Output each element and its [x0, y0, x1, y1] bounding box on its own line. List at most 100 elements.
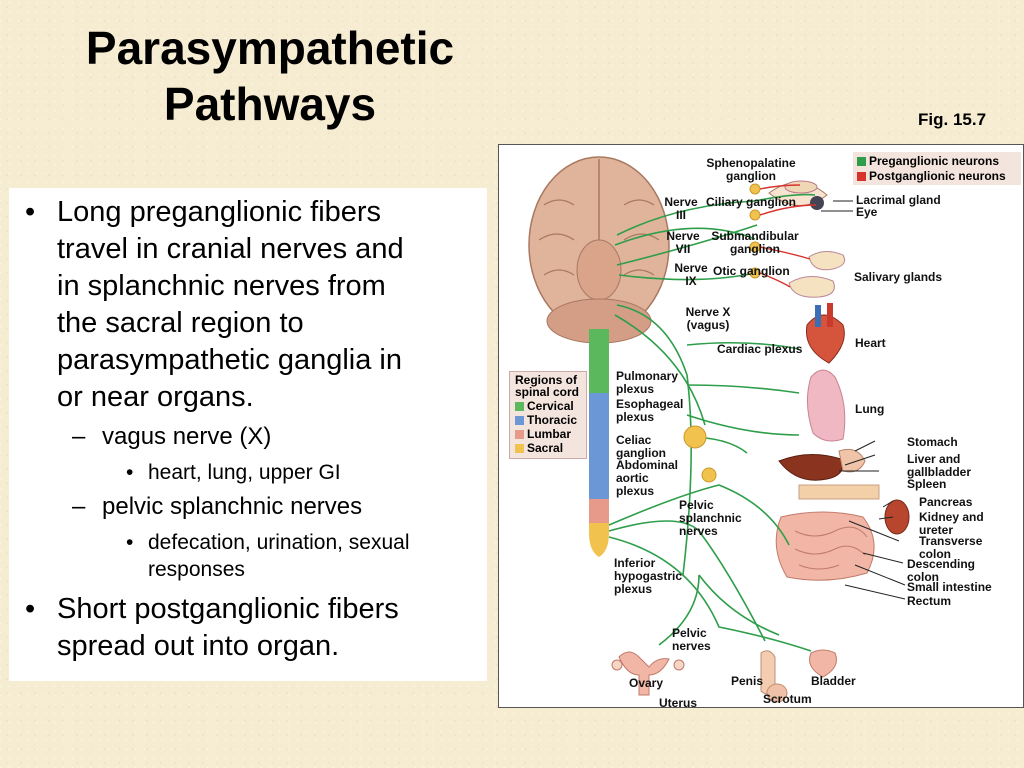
- region-item-cervical: Cervical: [515, 400, 574, 413]
- label-nerve-x: Nerve X(vagus): [679, 306, 737, 332]
- lumbar-swatch-icon: [515, 430, 524, 439]
- label-cardiac-plexus: Cardiac plexus: [717, 342, 803, 356]
- label-heart: Heart: [855, 336, 886, 350]
- bullet-line: defecation, urination, sexual: [148, 531, 410, 554]
- bullet-marker: •: [126, 461, 134, 484]
- label-line: gallbladder: [907, 465, 972, 479]
- figure-reference: Fig. 15.7: [918, 110, 987, 129]
- bullet-short-postganglionic: • Short postganglionic fibers spread out…: [25, 591, 399, 665]
- label-otic-ganglion: Otic ganglion: [713, 264, 790, 278]
- label-line: Transverse: [919, 534, 983, 548]
- regions-heading: Regions of spinal cord: [515, 374, 579, 398]
- label-line: III: [675, 208, 686, 222]
- label-line: nerves: [672, 639, 711, 653]
- bullet-marker: •: [25, 593, 36, 625]
- bullet-line: parasympathetic ganglia in: [57, 344, 402, 376]
- region-label: Thoracic: [527, 413, 578, 427]
- diagram-drawing: [528, 156, 910, 703]
- label-line: Descending: [907, 557, 976, 571]
- label-ciliary-ganglion: Ciliary ganglion: [706, 195, 797, 209]
- label-line: hypogastric: [614, 569, 683, 583]
- region-label: Sacral: [527, 441, 564, 455]
- label-line: Abdominal: [616, 458, 678, 472]
- slide-title: Parasympathetic Pathways: [0, 20, 540, 132]
- bullet-marker: –: [72, 493, 86, 520]
- region-label: Lumbar: [527, 427, 572, 441]
- label-line: Pelvic: [679, 498, 714, 512]
- bullet-line: pelvic splanchnic nerves: [102, 493, 363, 520]
- label-line: Nerve: [664, 195, 698, 209]
- bullet-marker: •: [126, 531, 134, 554]
- regions-heading-line: Regions of: [515, 373, 577, 387]
- label-line: plexus: [614, 582, 653, 596]
- label-salivary-glands: Salivary glands: [854, 270, 943, 284]
- label-line: plexus: [616, 484, 655, 498]
- label-rectum: Rectum: [907, 594, 952, 608]
- region-item-thoracic: Thoracic: [515, 414, 577, 427]
- subsubbullet-heart-lung: • heart, lung, upper GI: [126, 459, 341, 486]
- title-line-1: Parasympathetic: [85, 22, 455, 74]
- label-line: ganglion: [730, 242, 780, 256]
- label-small-intestine: Small intestine: [907, 580, 992, 594]
- label-pancreas: Pancreas: [919, 495, 973, 509]
- postganglionic-fibers: [759, 184, 817, 288]
- sacral-swatch-icon: [515, 444, 524, 453]
- label-eye: Eye: [856, 205, 878, 219]
- label-line: IX: [685, 274, 697, 288]
- region-item-lumbar: Lumbar: [515, 428, 571, 441]
- label-line: Liver and: [907, 452, 961, 466]
- legend-item-postganglionic: Postganglionic neurons: [857, 170, 1006, 183]
- parasympathetic-diagram: Preganglionic neurons Postganglionic neu…: [498, 144, 1024, 708]
- legend-item-preganglionic: Preganglionic neurons: [857, 155, 999, 168]
- label-bladder: Bladder: [811, 674, 856, 688]
- label-line: ganglion: [616, 446, 666, 460]
- cervical-swatch-icon: [515, 402, 524, 411]
- label-line: Esophageal: [616, 397, 684, 411]
- bullet-line: spread out into organ.: [57, 630, 340, 662]
- thoracic-organs: [805, 303, 846, 442]
- subbullet-vagus: – vagus nerve (X): [72, 422, 272, 452]
- bullet-marker: –: [72, 423, 86, 450]
- bullet-line: or near organs.: [57, 381, 254, 413]
- green-swatch-icon: [857, 157, 866, 166]
- label-ovary: Ovary: [629, 676, 664, 690]
- label-line: (vagus): [686, 318, 730, 332]
- legend-label: Preganglionic neurons: [869, 154, 1000, 168]
- preganglionic-fibers: [608, 193, 816, 652]
- label-line: Celiac: [616, 433, 652, 447]
- label-line: Sphenopalatine: [706, 156, 796, 170]
- label-lung: Lung: [855, 402, 885, 416]
- label-line: ureter: [919, 523, 954, 537]
- legend-label: Postganglionic neurons: [869, 169, 1006, 183]
- label-line: splanchnic: [679, 511, 742, 525]
- label-line: VII: [675, 242, 691, 256]
- label-line: colon: [907, 570, 939, 584]
- ganglia: [683, 183, 761, 483]
- title-line-2: Pathways: [163, 78, 377, 130]
- label-lacrimal-gland: Lacrimal gland: [856, 193, 941, 207]
- bullet-line: heart, lung, upper GI: [148, 461, 341, 484]
- bullet-line: travel in cranial nerves and: [57, 233, 404, 265]
- abdominal-organs: [775, 448, 910, 581]
- subbullet-pelvic-splanchnic: – pelvic splanchnic nerves: [72, 492, 363, 522]
- label-line: nerves: [679, 524, 718, 538]
- label-line: ganglion: [726, 169, 776, 183]
- label-line: Submandibular: [711, 229, 799, 243]
- subsubbullet-responses: • defecation, urination, sexual response…: [126, 529, 410, 583]
- thoracic-swatch-icon: [515, 416, 524, 425]
- spinal-regions-legend: Regions of spinal cord Cervical Thoracic…: [509, 371, 587, 459]
- bullet-line: vagus nerve (X): [102, 423, 272, 450]
- bullet-line: Short postganglionic fibers: [57, 593, 399, 625]
- label-line: Inferior: [614, 556, 656, 570]
